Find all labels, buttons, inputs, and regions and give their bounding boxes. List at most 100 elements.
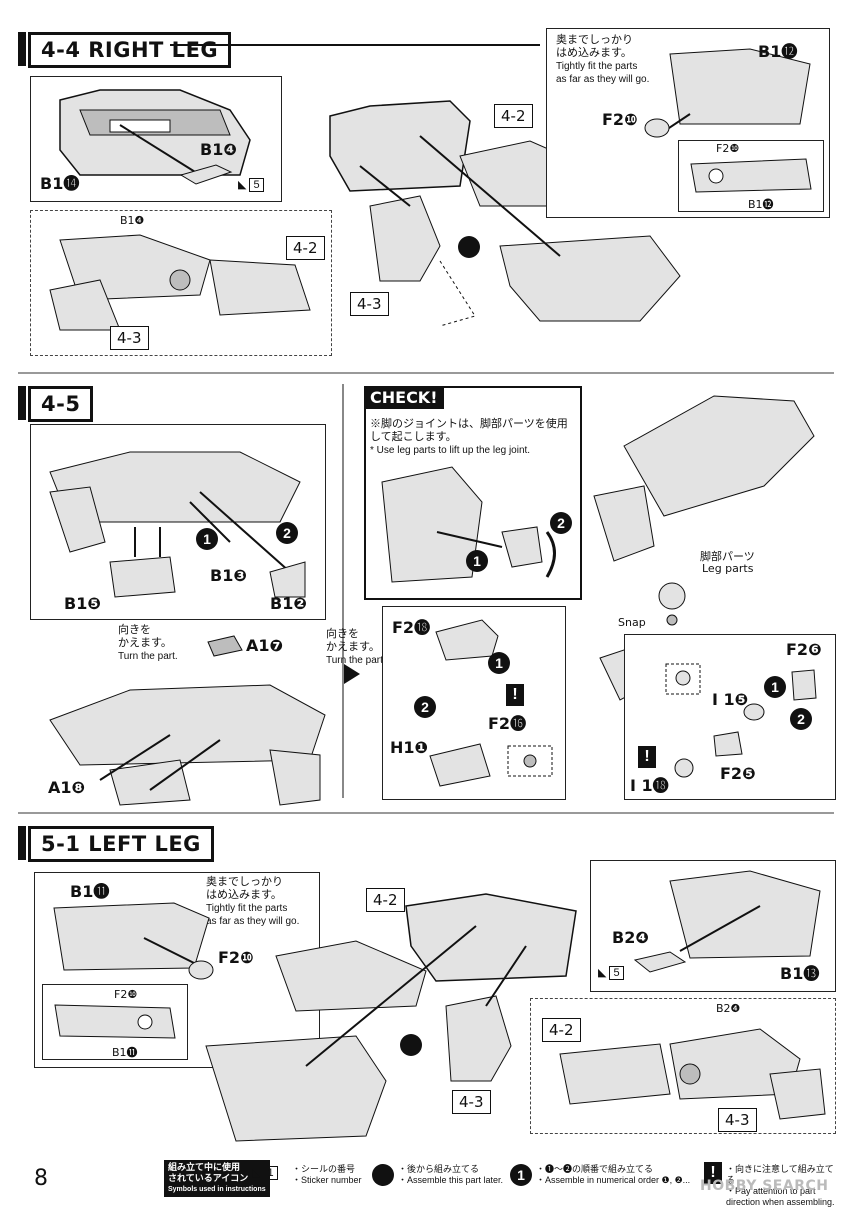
ref-4-2-detail-left: 4-2 [542, 1018, 581, 1042]
legend-warning-icon: ! [704, 1162, 722, 1184]
label-a1-8: A1❽ [48, 778, 86, 797]
sticker-number: ◣5 [238, 178, 264, 192]
page-number: 8 [34, 1166, 48, 1191]
legend-header: 組み立て中に使用 されているアイコン Symbols used in instr… [164, 1160, 270, 1197]
turn-note-2: 向きを かえます。 Turn the part. [326, 628, 386, 666]
check-note: ※脚のジョイントは、脚部パーツを使用 して起こします。 * Use leg pa… [370, 418, 568, 456]
legend-sticker: ・シールの番号 ・Sticker number [292, 1164, 362, 1185]
leg-joint-part [658, 582, 686, 626]
right-leg-assembly-main [329, 100, 681, 327]
step-1-icon: 1 [196, 528, 218, 550]
step-2-icon: 2 [276, 522, 298, 544]
ref-4-3-main: 4-3 [350, 292, 389, 316]
b1-13-frame-drawing [669, 870, 821, 959]
toes-step-2-icon: 2 [414, 696, 436, 718]
section-title-4-4: 4-4 RIGHT LEG [28, 32, 232, 68]
ref-4-2-main: 4-2 [494, 104, 533, 128]
toes-step-1-icon: 1 [488, 652, 510, 674]
label-small-b1-11: B1⓫ [112, 1046, 138, 1059]
label-i1-5: I 1❺ [712, 690, 749, 709]
arrow-right-icon [344, 664, 360, 684]
sticker-number-left: ◣5 [598, 966, 624, 980]
divider-1 [18, 372, 834, 374]
part-b2-4-clip [633, 951, 687, 973]
label-inset-b1-12-small: B1⓬ [748, 198, 774, 211]
legend-order: ・❶～❷の順番で組み立てる ・Assemble in numerical ord… [536, 1164, 691, 1185]
warning-icon-f2-16: ! [506, 684, 524, 706]
section-bar-4-5 [18, 386, 26, 420]
leg-frame-4-5 [49, 451, 306, 598]
label-f2-6: F2❻ [786, 640, 822, 659]
label-inset-f2-10-small: F2❿ [716, 142, 740, 155]
section-bar-5-1 [18, 826, 26, 860]
assembled-left-leg-detail [559, 1028, 826, 1120]
section-bar-4-4 [18, 32, 26, 66]
section-title-5-1: 5-1 LEFT LEG [28, 826, 214, 862]
inset-frame-drawing [659, 48, 811, 135]
section-title-4-5: 4-5 [28, 386, 94, 422]
check-step-1-icon: 1 [466, 550, 488, 572]
label-i1-18: I 1⓲ [630, 776, 669, 795]
part-f2-10 [644, 118, 670, 138]
ref-4-3-detail-left: 4-3 [718, 1108, 757, 1132]
joint-step-2-icon: 2 [790, 708, 812, 730]
label-f2-16: F2⓰ [488, 714, 527, 733]
label-leg-parts-jp: 脚部パーツ [700, 550, 755, 563]
inset-detail-drawing [690, 158, 812, 193]
assemble-later-icon [458, 236, 480, 258]
check-title: CHECK! [364, 386, 444, 409]
watermark: HOBBY SEARCH [700, 1178, 829, 1194]
part-f2-10-left [188, 960, 214, 980]
part-f2-18 [435, 619, 499, 661]
part-b1-4-clip [179, 164, 233, 185]
label-detail-b2-4: B2❹ [716, 1002, 741, 1015]
turned-leg-drawing [49, 684, 326, 806]
divider-2 [18, 812, 834, 814]
section-rule-4-4 [170, 44, 540, 46]
turn-note-1: 向きを かえます。 Turn the part. [118, 624, 178, 662]
label-f2-10-left: F2❿ [218, 948, 254, 967]
ref-4-3-left: 4-3 [452, 1090, 491, 1114]
part-h1-1-toes [429, 743, 553, 787]
legend-order-icon: 1 [510, 1164, 532, 1186]
warning-icon-i1-18: ! [638, 746, 656, 768]
leg-frame-drawing [59, 89, 251, 176]
label-b1-14: B1⓮ [40, 174, 80, 193]
label-h1-1: H1❶ [390, 738, 429, 757]
label-b1-13: B1⓭ [780, 964, 820, 983]
label-b1-2: B1❷ [270, 594, 307, 613]
label-b1-3: B1❸ [210, 566, 247, 585]
label-b1-4: B1❹ [200, 140, 237, 159]
label-a1-7: A1❼ [246, 636, 284, 655]
label-b2-4: B2❹ [612, 928, 649, 947]
label-snap: Snap [618, 616, 646, 629]
joint-parts-drawing [665, 663, 817, 778]
small-detail-drawing [54, 1004, 176, 1039]
sticker-icon: ◣ [238, 179, 247, 191]
label-b1-11: B1⓫ [70, 882, 110, 901]
label-detail-b1-4: B1❹ [120, 214, 145, 227]
label-f2-5: F2❺ [720, 764, 756, 783]
legend-later: ・後から組み立てる ・Assemble this part later. [398, 1164, 504, 1185]
label-b1-5: B1❺ [64, 594, 101, 613]
inset-note: 奥までしっかり はめ込みます。 Tightly fit the parts as… [556, 34, 650, 85]
full-leg-drawing [593, 395, 815, 562]
divider-4-5-vertical [342, 384, 344, 798]
check-step-2-icon: 2 [550, 512, 572, 534]
label-leg-parts-en: Leg parts [702, 562, 754, 575]
label-inset-f2-10: F2❿ [602, 110, 638, 129]
inset-note-5-1: 奥までしっかり はめ込みます。 Tightly fit the parts as… [206, 876, 300, 927]
left-leg-assembly-main [205, 893, 577, 1142]
assembled-right-leg-detail [49, 234, 311, 331]
label-inset-b1-12: B1⓬ [758, 42, 798, 61]
ref-4-2-detail: 4-2 [286, 236, 325, 260]
part-a1-7 [207, 635, 243, 657]
legend-later-icon [372, 1164, 394, 1186]
label-small-f2-10: F2❿ [114, 988, 138, 1001]
ref-4-3-detail: 4-3 [110, 326, 149, 350]
legend-sticker-icon: ◣1 [252, 1166, 278, 1180]
assemble-later-icon-left [400, 1034, 422, 1056]
ref-4-2-left: 4-2 [366, 888, 405, 912]
sticker-icon-left: ◣ [598, 967, 607, 979]
label-f2-18: F2⓲ [392, 618, 431, 637]
